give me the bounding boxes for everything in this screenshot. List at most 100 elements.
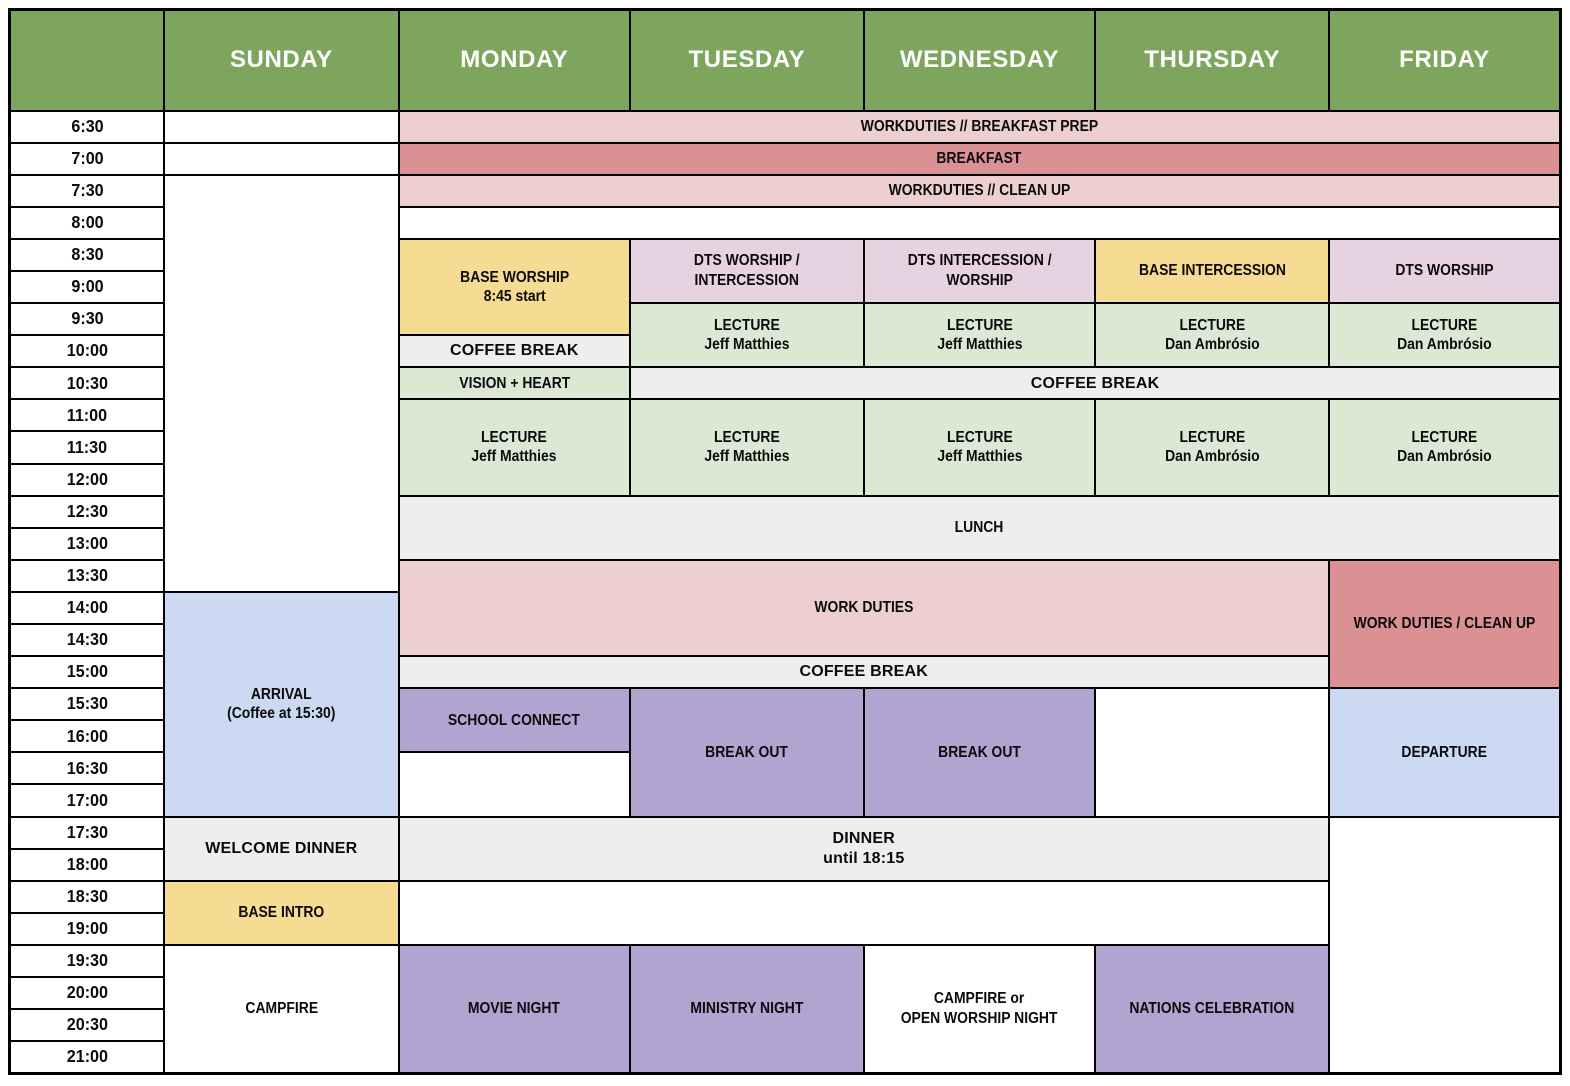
event-welcome-dinner: WELCOME DINNER: [163, 815, 400, 882]
time-label-text: 10:00: [66, 340, 108, 361]
time-label-text: 7:00: [70, 147, 104, 168]
schedule-row-17-00: 17:00: [8, 783, 1561, 818]
day-header-wednesday: WEDNESDAY: [862, 8, 1097, 112]
event-label: WORKDUTIES // BREAKFAST PREP: [860, 117, 1098, 135]
event-label: LECTURE Jeff Matthies: [936, 316, 1023, 354]
time-label-text: 8:30: [70, 244, 104, 265]
event-dinner: DINNER until 18:15: [397, 815, 1330, 882]
time-label-text: 11:30: [66, 436, 108, 457]
event-work-duties: WORK DUTIES: [397, 558, 1330, 658]
event-movie-night: MOVIE NIGHT: [397, 943, 632, 1075]
event-label: DINNER until 18:15: [823, 830, 905, 867]
event-label: BREAK OUT: [938, 743, 1021, 761]
time-label-text: 15:30: [66, 693, 108, 714]
time-label-13-00: 13:00: [8, 526, 166, 561]
time-label-12-30: 12:30: [8, 494, 166, 529]
time-label-14-00: 14:00: [8, 590, 166, 626]
event-label: DEPARTURE: [1401, 743, 1488, 761]
day-header-thursday: THURSDAY: [1094, 8, 1330, 112]
time-label-text: 14:30: [66, 629, 108, 650]
event-label: LECTURE Jeff Matthies: [936, 428, 1023, 466]
event-label: LECTURE Jeff Matthies: [471, 428, 557, 466]
time-label-7-30: 7:30: [8, 173, 166, 208]
time-label-16-00: 16:00: [8, 719, 166, 754]
day-header-sunday: SUNDAY: [163, 8, 400, 112]
time-label-9-00: 9:00: [8, 269, 166, 305]
event-coffee-break-morning: COFFEE BREAK: [629, 366, 1562, 401]
event-dts-intercession-worship: DTS INTERCESSION / WORSHIP: [862, 237, 1097, 305]
event-coffee-break-afternoon: COFFEE BREAK: [397, 655, 1330, 690]
event-friday-evening-empty: [1327, 815, 1562, 1075]
schedule-row-12-00: 12:00: [8, 462, 1561, 497]
time-label-15-00: 15:00: [8, 655, 166, 690]
event-label: BREAK OUT: [705, 743, 789, 761]
time-label-10-00: 10:00: [8, 334, 166, 369]
schedule-row-16-00: 16:00: [8, 719, 1561, 754]
event-label: BREAKFAST: [936, 149, 1022, 167]
schedule-row-10-00: 10:00 COFFEE BREAK: [8, 334, 1561, 369]
event-label: COFFEE BREAK: [1030, 374, 1160, 392]
event-label: CAMPFIRE: [244, 1000, 318, 1018]
schedule-row-18-00: 18:00: [8, 847, 1561, 882]
event-label: LECTURE Jeff Matthies: [704, 428, 790, 466]
schedule-row-14-30: 14:30: [8, 622, 1561, 658]
event-label: DTS INTERCESSION / WORSHIP: [907, 252, 1052, 289]
event-label: BASE WORSHIP 8:45 start: [459, 268, 569, 306]
time-label-10-30: 10:30: [8, 366, 166, 401]
event-thursday-afternoon-empty: [1094, 687, 1330, 818]
event-label: VISION + HEART: [458, 374, 570, 392]
event-work-duties-clean-up-friday: WORK DUTIES / CLEAN UP: [1327, 558, 1562, 690]
event-school-connect: SCHOOL CONNECT: [397, 687, 632, 754]
time-label-text: 12:00: [66, 468, 108, 489]
time-label-text: 12:30: [66, 500, 108, 521]
event-label: MINISTRY NIGHT: [690, 1000, 804, 1018]
event-lecture-tuesday-late: LECTURE Jeff Matthies: [629, 398, 865, 497]
time-label-20-00: 20:00: [8, 976, 166, 1011]
event-dts-worship-friday: DTS WORSHIP: [1327, 237, 1562, 305]
event-label: DTS WORSHIP: [1395, 262, 1494, 280]
header-corner-cell: [8, 8, 166, 112]
event-arrival: ARRIVAL (Coffee at 15:30): [163, 590, 400, 818]
day-header-monday: MONDAY: [397, 8, 632, 112]
event-label: COFFEE BREAK: [450, 342, 579, 360]
event-label: LECTURE Dan Ambrósio: [1397, 428, 1492, 466]
time-label-text: 9:30: [70, 308, 104, 329]
schedule-row-21-00: 21:00: [8, 1040, 1561, 1075]
schedule-row-20-00: 20:00: [8, 976, 1561, 1011]
event-base-intercession: BASE INTERCESSION: [1094, 237, 1330, 305]
time-label-12-00: 12:00: [8, 462, 166, 497]
schedule-row-15-30: 15:30 SCHOOL CONNECT BREAK OUT BREAK OUT DEP…: [8, 687, 1562, 818]
event-dts-worship-intercession: DTS WORSHIP / INTERCESSION: [629, 237, 865, 305]
schedule-row-8-00: 8:00: [8, 205, 1562, 240]
time-label-text: 13:00: [66, 533, 108, 553]
event-coffee-break-monday: COFFEE BREAK: [397, 334, 632, 369]
event-base-intro: BASE INTRO: [163, 879, 400, 946]
schedule-row-7-00: 7:00 BREAKFAST: [8, 141, 1562, 176]
time-label-15-30: 15:30: [8, 687, 166, 722]
time-label-text: 8:00: [70, 212, 104, 233]
event-label: WELCOME DINNER: [205, 839, 358, 857]
time-label-20-30: 20:30: [8, 1008, 166, 1043]
event-label: NATIONS CELEBRATION: [1129, 1000, 1295, 1018]
time-label-text: 9:00: [70, 276, 104, 297]
time-label-text: 18:30: [66, 886, 108, 907]
time-label-9-30: 9:30: [8, 302, 166, 337]
time-label-text: 16:00: [66, 725, 108, 746]
event-monday-afternoon-empty: [397, 751, 632, 818]
event-label: WORK DUTIES: [814, 599, 914, 617]
time-label-text: 13:30: [66, 565, 108, 586]
time-label-11-00: 11:00: [8, 398, 166, 433]
event-departure: DEPARTURE: [1327, 687, 1562, 818]
time-label-text: 19:00: [66, 918, 108, 939]
event-workduties-breakfast-prep: WORKDUTIES // BREAKFAST PREP: [397, 109, 1562, 144]
time-label-17-00: 17:00: [8, 783, 166, 818]
event-evening-empty-row: [397, 879, 1330, 946]
